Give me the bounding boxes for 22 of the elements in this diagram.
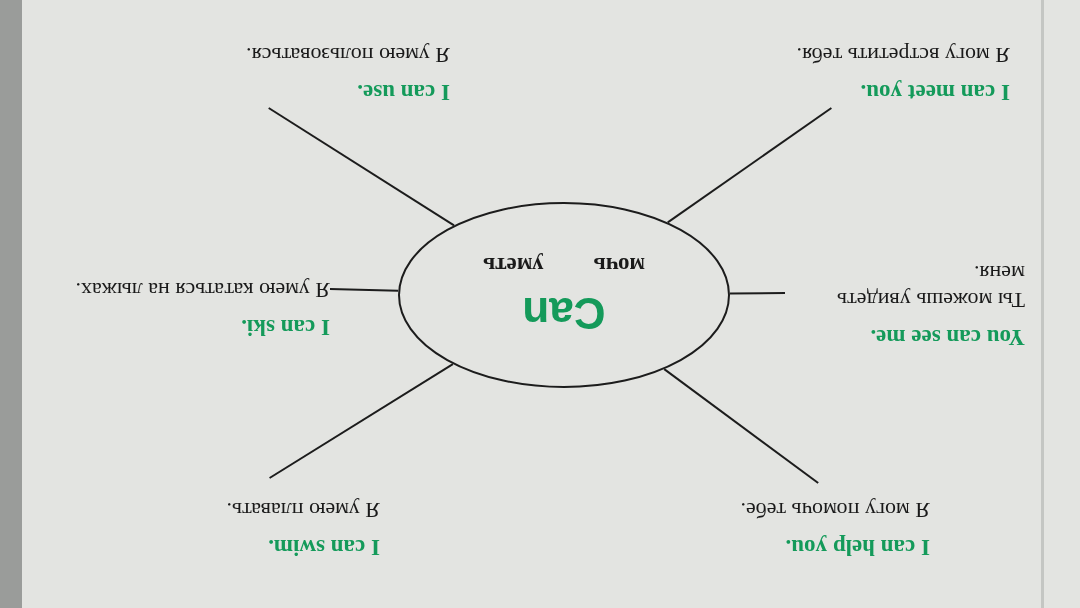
- translation-word: мочь: [593, 254, 645, 278]
- russian-sentence: Я умею плавать.: [226, 497, 380, 525]
- center-ellipse: [398, 202, 730, 388]
- english-sentence: I can swim.: [268, 534, 380, 561]
- translation-word: уметь: [483, 254, 544, 278]
- english-sentence: I can help you.: [785, 534, 930, 561]
- english-sentence: I can ski.: [241, 314, 330, 341]
- connector-line: [666, 107, 833, 224]
- connector-line: [729, 292, 786, 295]
- russian-sentence: Я умею пользоваться.: [246, 42, 450, 70]
- connector-line: [663, 368, 820, 484]
- english-sentence: You can see me.: [870, 324, 1025, 351]
- russian-sentence: Ты можешь увидеть меня.: [836, 259, 1025, 315]
- russian-sentence: Я умею кататься на лыжах.: [75, 277, 330, 305]
- connector-line: [268, 363, 454, 479]
- key-word: Can: [522, 291, 606, 336]
- connector-line: [267, 107, 455, 227]
- connector-line: [329, 288, 400, 292]
- russian-sentence: Я могу помочь тебе.: [740, 497, 930, 525]
- russian-sentence: Я могу встретить тебя.: [796, 42, 1010, 70]
- english-sentence: I can use.: [357, 79, 450, 106]
- english-sentence: I can meet you.: [860, 79, 1010, 106]
